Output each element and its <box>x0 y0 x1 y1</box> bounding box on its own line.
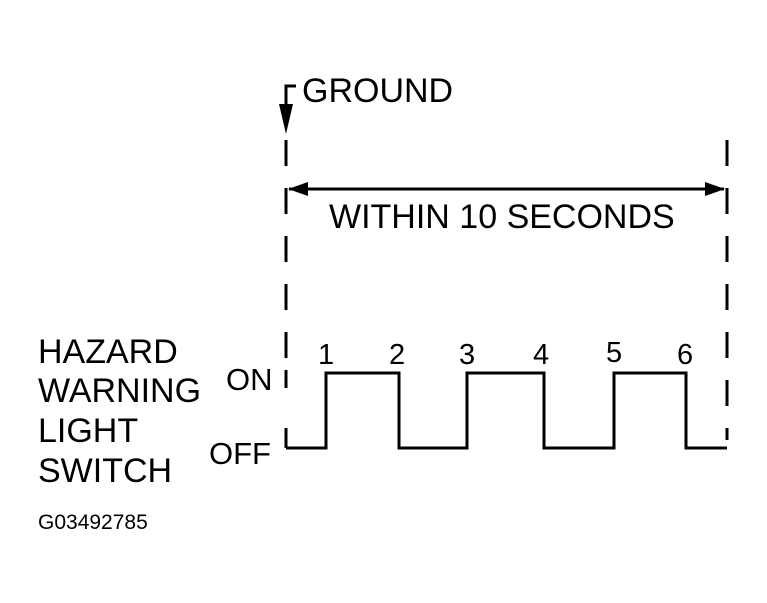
interval-label: WITHIN 10 SECONDS <box>329 198 675 236</box>
switch-label-line-3: LIGHT <box>38 412 138 450</box>
ground-arrow-head <box>279 104 293 134</box>
transition-label-6: 6 <box>677 339 693 371</box>
figure-code: G03492785 <box>38 511 148 534</box>
transition-label-2: 2 <box>389 339 405 371</box>
transition-label-1: 1 <box>318 339 334 371</box>
switch-label-line-4: SWITCH <box>38 452 172 490</box>
transition-label-4: 4 <box>533 339 549 371</box>
state-off-label: OFF <box>209 436 271 471</box>
switch-waveform <box>286 371 727 450</box>
transition-label-3: 3 <box>459 339 475 371</box>
ground-label: GROUND <box>302 72 453 110</box>
transition-label-5: 5 <box>606 337 622 369</box>
switch-label-line-1: HAZARD <box>38 333 178 371</box>
switch-label-line-2: WARNING <box>38 372 201 410</box>
state-on-label: ON <box>226 362 273 397</box>
